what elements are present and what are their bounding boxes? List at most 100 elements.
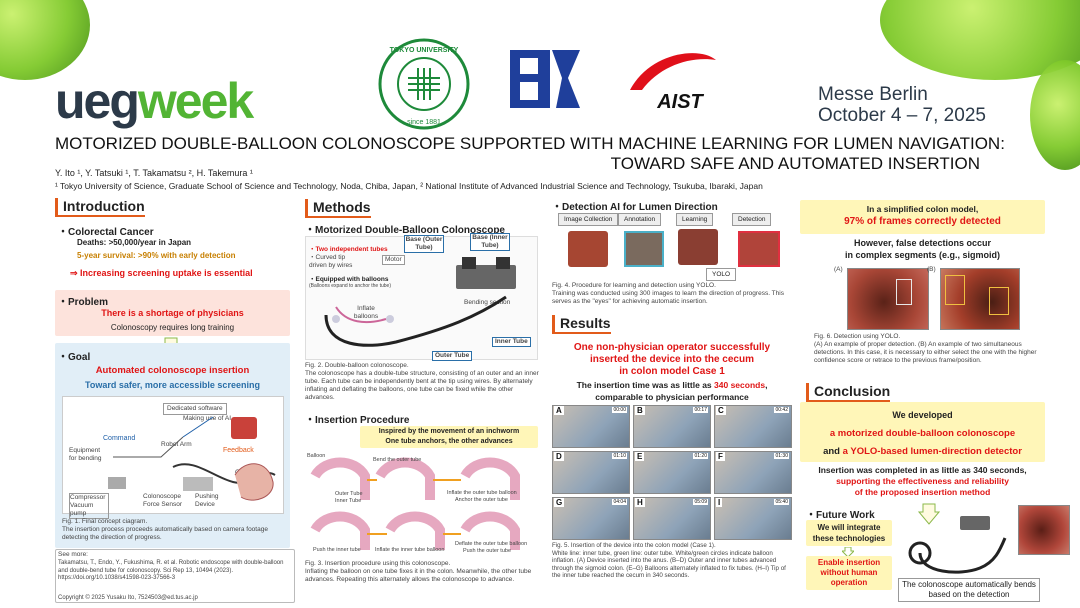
problem-title: ・Problem xyxy=(58,297,109,308)
fig3-label-6: Anchor the outer tube xyxy=(455,497,508,503)
future-box xyxy=(806,520,892,546)
see-more-box xyxy=(55,549,295,603)
sim-box xyxy=(800,200,1045,234)
conclusion-heading: Conclusion xyxy=(806,383,891,402)
tus-seal-logo: TOKYO UNIVERSITY since 1881 xyxy=(378,38,470,130)
fig5-panel-time: 01:20 xyxy=(693,453,708,459)
fig5-panel-time: 01:30 xyxy=(774,453,789,459)
fig6-bbox-b2 xyxy=(989,287,1009,315)
insertion-red1: supporting the effectiveness and reliabi… xyxy=(836,476,1009,486)
goal-red: Automated colonoscope insertion xyxy=(95,365,250,376)
aist-logo: AIST xyxy=(630,53,716,113)
insertion-l1: Insertion was completed in as little as … xyxy=(818,465,1027,475)
yolo-label: YOLO xyxy=(706,268,737,281)
fig6-bbox-b1 xyxy=(945,275,965,305)
fig2-outer: Outer Tube xyxy=(432,351,473,361)
intro-heading: Introduction xyxy=(55,198,145,217)
svg-text:since 1881: since 1881 xyxy=(407,119,441,126)
results-red2: inserted the device into the cecum xyxy=(590,354,754,365)
fig3-drawing xyxy=(310,457,520,550)
fig5-caption: Fig. 5. Insertion of the device into the… xyxy=(552,542,786,580)
inchworm-l2: One tube anchors, the other advances xyxy=(385,438,513,445)
fig2-base-inner: Base (Inner Tube) xyxy=(470,233,510,251)
flow-step-2: Annotation xyxy=(618,213,662,226)
lab-logo xyxy=(510,50,580,108)
ueg-week-logo: uegweek xyxy=(55,73,254,129)
fig6-panel-a xyxy=(847,268,929,330)
copyright: Copyright © 2025 Yusaku Ito, 7524503@ed.… xyxy=(58,595,198,601)
svg-text:AIST: AIST xyxy=(656,91,704,113)
fig5-panel-letter: C xyxy=(716,406,726,415)
future-red1: Enable insertion xyxy=(817,558,881,567)
fig1-pushing: Pushing Device xyxy=(195,493,219,508)
dev-red1: a motorized double-balloon colonoscope xyxy=(829,428,1016,439)
results-red3: in colon model Case 1 xyxy=(619,366,725,377)
fig5-panel-time: 00:42 xyxy=(774,407,789,413)
panel-b-label: (B) xyxy=(927,266,936,273)
future-title: ・Future Work xyxy=(806,510,875,521)
flow-step-1: Image Collection xyxy=(558,213,619,226)
fig2-image: ・Two independent tubes ・Curved tip drive… xyxy=(305,233,538,361)
panel-a-label: (A) xyxy=(834,266,843,273)
conclusion-box xyxy=(800,402,1045,462)
see-more-text: Takamatsu, T., Endo, Y., Fukushima, R. e… xyxy=(58,560,284,581)
fig2-bending: Bending section xyxy=(464,299,511,306)
sim-l1: In a simplified colon model, xyxy=(866,204,979,214)
fig5-panel: F 01:30 xyxy=(714,451,792,494)
fig3-label-7: Push the inner tube xyxy=(313,547,361,553)
fig3-label-2: Bend the outer tube xyxy=(373,457,422,463)
fig1-force: Colonoscope Force Sensor xyxy=(143,493,183,508)
detection-camera-image xyxy=(1018,505,1070,555)
fig3-label-5: Inflate the outer tube balloon xyxy=(447,490,517,496)
fig5-panel-letter: D xyxy=(554,452,564,461)
venue-dates: Messe Berlin October 4 – 7, 2025 xyxy=(818,84,986,126)
fig5-panel-letter: F xyxy=(716,452,725,461)
fig1-lines xyxy=(108,416,276,501)
flow-image-4 xyxy=(738,231,780,267)
fig3-label-10: Push the outer tube xyxy=(463,548,512,554)
problem-red: There is a shortage of physicians xyxy=(101,308,244,318)
fig3-label-8: Inflate the inner tube balloon xyxy=(375,547,445,553)
future-l1: We will integrate xyxy=(817,523,881,532)
fig5-panel: H 05:09 xyxy=(633,497,711,540)
fig5-panel-time: 04:04 xyxy=(612,499,627,505)
down-arrow-icon-2 xyxy=(918,503,940,525)
fig6-bbox-a xyxy=(896,279,912,305)
results-comparable: comparable to physician performance xyxy=(595,392,749,402)
fig2-bullet-3: ・Equipped with balloons xyxy=(309,276,389,283)
fig5-panel-time: 05:40 xyxy=(774,499,789,505)
future-red-box xyxy=(806,556,892,590)
problem-box xyxy=(55,290,290,336)
fig5-panel-letter: I xyxy=(716,498,723,507)
false-l2: in complex segments (e.g., sigmoid) xyxy=(844,250,1001,260)
dev-line2: and a YOLO-based lumen-direction detecto… xyxy=(823,446,1022,457)
authors: Y. Ito ¹, Y. Tatsuki ¹, T. Takamatsu ², … xyxy=(55,168,253,178)
fig1-feedback: Feedback xyxy=(223,447,254,454)
fig3-label-1: Balloon xyxy=(307,453,326,459)
fig1-robot: Robot Arm xyxy=(161,441,192,448)
decor-blob-right2 xyxy=(1030,60,1080,170)
fig5-panel-letter: H xyxy=(635,498,645,507)
flow-image-2 xyxy=(624,231,664,267)
fig5-panel-time: 01:10 xyxy=(612,453,627,459)
flow-step-4: Detection xyxy=(732,213,772,226)
future-l2: these technologies xyxy=(812,534,886,543)
goal-title: ・Goal xyxy=(58,352,91,363)
sim-red: 97% of frames correctly detected xyxy=(844,216,1001,227)
false-l1: However, false detections occur xyxy=(853,238,992,248)
flow-image-1 xyxy=(568,231,608,267)
cc-title: ・Colorectal Cancer xyxy=(58,227,154,238)
fig1-caption: Fig. 1. Final concept ciagram. The inser… xyxy=(62,518,268,541)
fig2-inflate: Inflate balloons xyxy=(353,305,379,320)
methods-heading: Methods xyxy=(305,199,371,218)
future-red2: without human xyxy=(820,568,878,577)
venue: Messe Berlin xyxy=(818,84,928,105)
fig5-panel-time: 05:09 xyxy=(693,499,708,505)
fig2-inner: Inner Tube xyxy=(492,337,531,347)
affiliation: ¹ Tokyo University of Science, Graduate … xyxy=(55,181,763,191)
methods-sub1: ・Motorized Double-Balloon Colonoscope xyxy=(305,225,505,236)
fig3-caption: Fig. 3. Insertion procedure using this c… xyxy=(305,560,532,583)
